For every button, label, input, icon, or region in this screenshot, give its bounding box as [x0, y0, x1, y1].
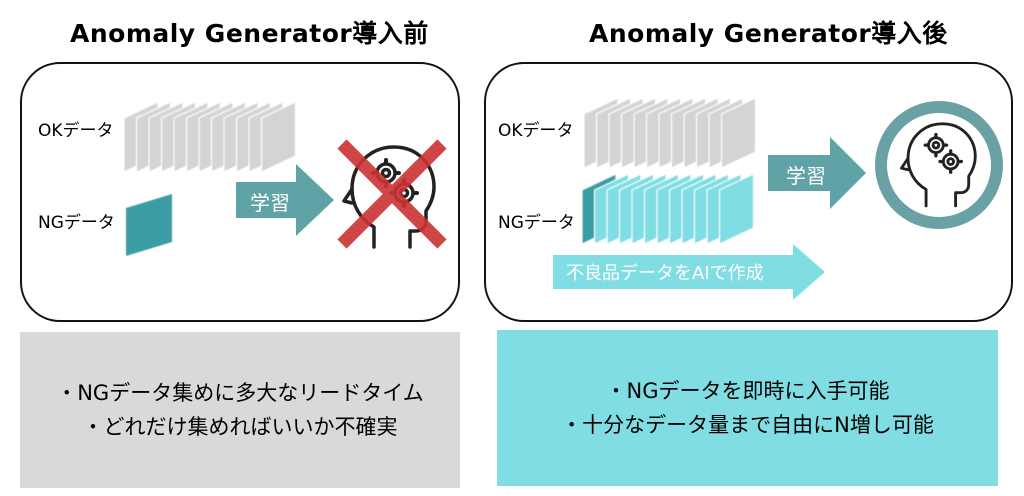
- before-ng-label: NGデータ: [38, 213, 115, 233]
- before-ng-data-sheet: [126, 194, 172, 256]
- before-learn-arrow: [236, 164, 334, 236]
- cross-mark-icon: [337, 139, 447, 249]
- before-title: Anomaly Generator導入前: [70, 19, 429, 48]
- after-learn-arrow: [768, 137, 866, 209]
- before-ok-label: OKデータ: [38, 121, 114, 141]
- ok-data-sheet: [260, 101, 297, 173]
- after-note-1: ・NGデータを即時に入手可能: [605, 379, 890, 403]
- after-note-2: ・十分なデータ量まで自由にN増し可能: [561, 413, 934, 437]
- before-learn-label: 学習: [250, 191, 290, 215]
- before-notes: ・NGデータ集めに多大なリードタイム ・どれだけ集めればいいか不確実: [20, 332, 460, 488]
- after-ok-label: OKデータ: [498, 121, 574, 141]
- ai-generation-arrow: [553, 244, 825, 300]
- after-ok-data-stack: [583, 97, 757, 169]
- after-notes: ・NGデータを即時に入手可能 ・十分なデータ量まで自由にN増し可能: [497, 330, 998, 486]
- after-learn-label: 学習: [786, 164, 826, 188]
- after-ng-data-stack: [581, 173, 755, 245]
- ok-data-sheet: [720, 97, 757, 169]
- head-in-ring-icon: [875, 101, 1003, 229]
- ng-data-sheet: [718, 173, 755, 245]
- before-ok-data-stack: [123, 101, 297, 173]
- before-note-2: ・どれだけ集めればいいか不確実: [82, 415, 398, 439]
- after-title: Anomaly Generator導入後: [589, 19, 948, 48]
- ai-generation-label: 不良品データをAIで作成: [566, 263, 764, 284]
- after-ng-label: NGデータ: [498, 213, 575, 233]
- before-note-1: ・NGデータ集めに多大なリードタイム: [56, 381, 424, 405]
